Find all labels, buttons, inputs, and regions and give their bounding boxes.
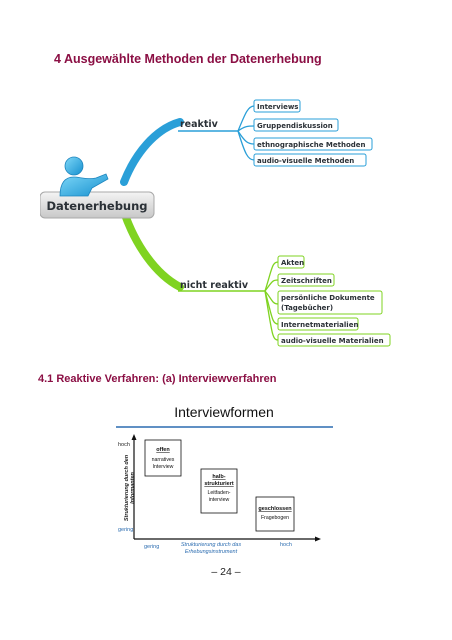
reaktiv-branch-line: [120, 118, 184, 186]
box-halbstrukturiert: halb- strukturiert Leitfaden- interview: [200, 468, 238, 514]
x-axis-label: Erhebungsinstrument: [185, 549, 238, 555]
interview-forms-figure: Interviewformen hoch gering Strukturieru…: [116, 404, 333, 555]
y-low-label: gering: [118, 527, 133, 533]
root-node: [40, 191, 155, 219]
figure-title: Interviewformen: [174, 404, 274, 420]
box-line: narratives: [152, 457, 175, 463]
nicht-reaktiv-item: Zeitschriften: [281, 277, 332, 285]
reaktiv-item: audio-visuelle Methoden: [257, 157, 354, 165]
x-axis-label: Strukturierung durch das: [181, 542, 241, 548]
box-title: strukturiert: [204, 481, 234, 487]
box-line: Leitfaden-: [207, 490, 230, 496]
reaktiv-items: Interviews Gruppendiskussion ethnographi…: [253, 99, 373, 167]
mindmap: Datenerhebung reaktiv Interviews Gruppen…: [40, 99, 391, 347]
box-title: geschlossen: [258, 506, 292, 512]
branch-label-reaktiv: reaktiv: [180, 119, 219, 130]
box-line: Fragebogen: [261, 515, 289, 521]
box-line: Interview: [153, 464, 174, 470]
y-high-label: hoch: [118, 442, 130, 448]
y-axis-label: Informanten: [130, 471, 136, 503]
nicht-reaktiv-item: audio-visuelle Materialien: [281, 337, 384, 345]
nicht-reaktiv-item: persönliche Dokumente: [281, 294, 375, 302]
y-axis-label: Strukturierung durch den: [124, 454, 130, 521]
nicht-reaktiv-item: Internetmaterialien: [281, 321, 358, 329]
nicht-reaktiv-item: Akten: [281, 259, 304, 267]
nicht-reaktiv-branch-line: [120, 208, 184, 291]
box-title: offen: [156, 447, 170, 453]
box-offen: offen narratives Interview: [144, 439, 182, 477]
section-heading: 4 Ausgewählte Methoden der Datenerhebung: [54, 52, 322, 66]
nicht-reaktiv-item: (Tagebücher): [281, 304, 333, 312]
x-high-label: hoch: [280, 542, 292, 548]
reaktiv-item: ethnographische Methoden: [257, 141, 366, 149]
person-icon: [59, 156, 109, 197]
branch-label-nicht-reaktiv: nicht reaktiv: [180, 280, 249, 291]
page-number: – 24 –: [211, 566, 241, 578]
subsection-heading: 4.1 Reaktive Verfahren: (a) Interviewver…: [38, 373, 277, 385]
box-title: halb-: [212, 474, 225, 480]
root-label: Datenerhebung: [46, 199, 147, 213]
reaktiv-item: Interviews: [257, 103, 298, 111]
x-low-label: gering: [144, 544, 159, 550]
reaktiv-item: Gruppendiskussion: [257, 122, 333, 130]
box-line: interview: [209, 497, 230, 503]
box-geschlossen: geschlossen Fragebogen: [255, 496, 295, 532]
nicht-reaktiv-items: Akten Zeitschriften persönliche Dokument…: [277, 255, 391, 347]
